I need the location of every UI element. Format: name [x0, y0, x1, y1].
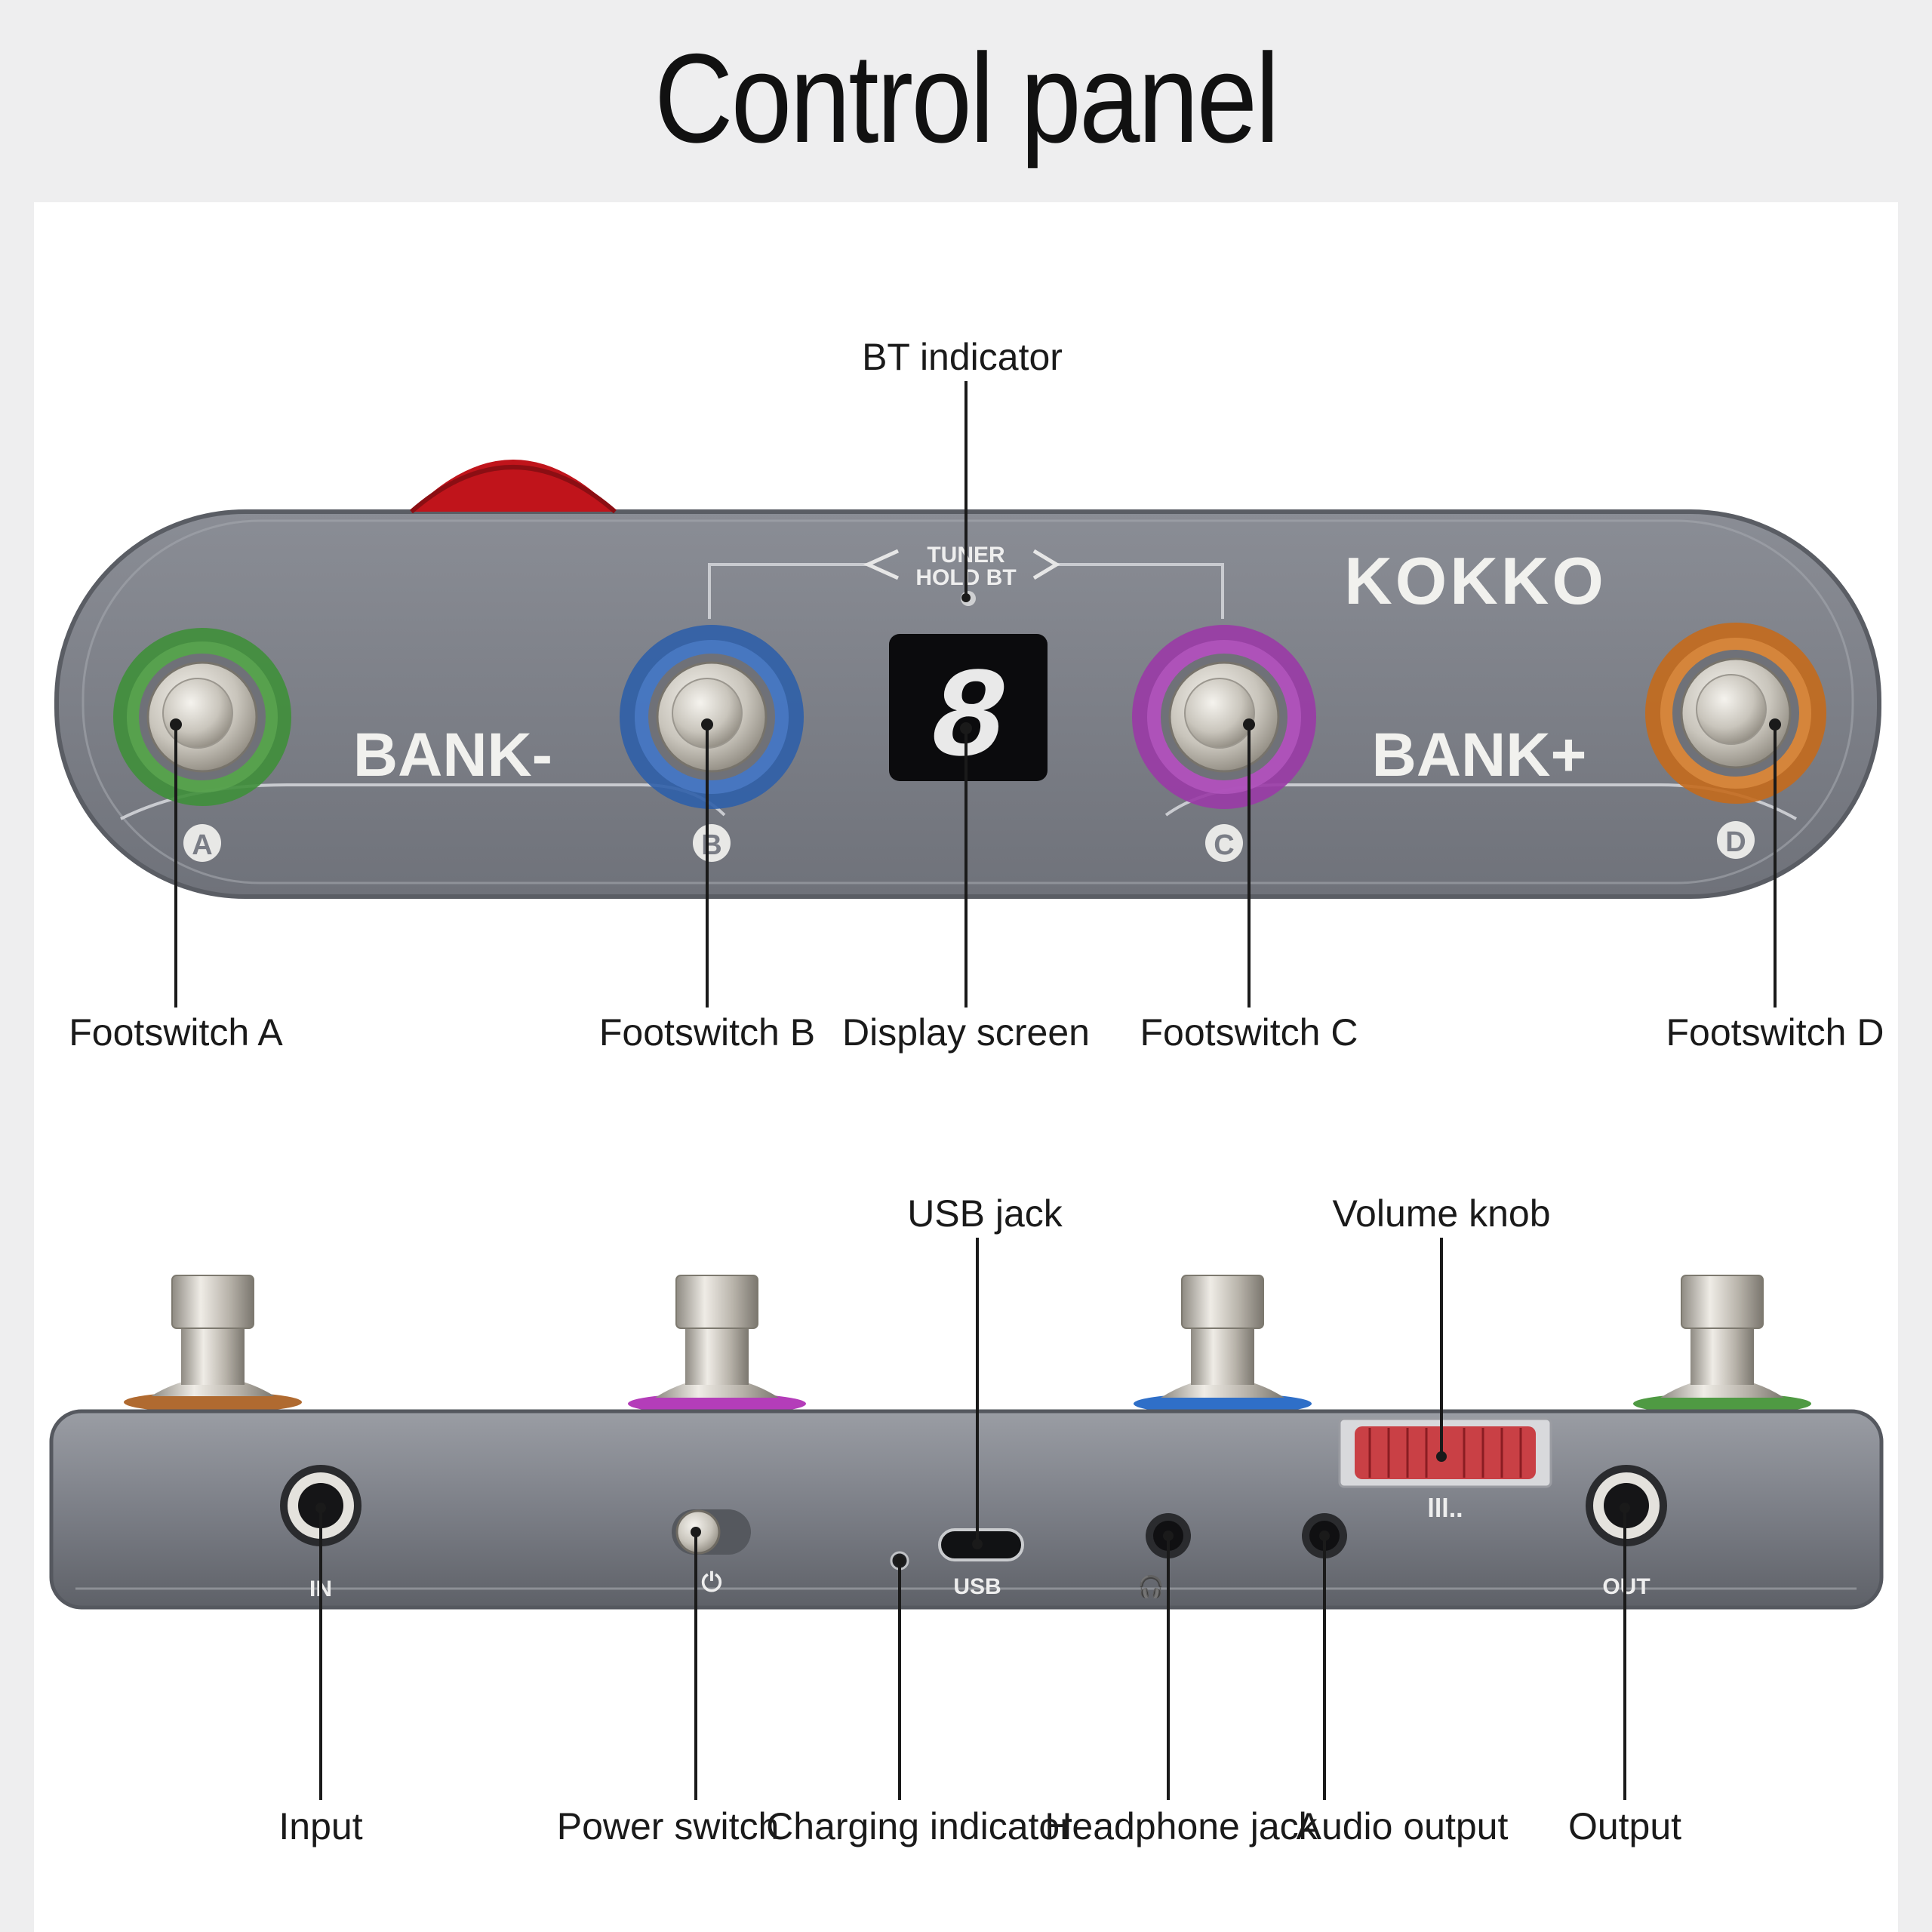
label-footswitch-a: Footswitch A	[69, 1011, 283, 1054]
svg-text:A: A	[192, 829, 212, 861]
footswitch-d[interactable]	[1645, 623, 1826, 804]
label-headphone-jack: Headphone jack	[1044, 1805, 1318, 1847]
brand-logo: KOKKO	[1344, 543, 1607, 618]
side-footswitch-1	[124, 1275, 302, 1413]
volume-wheel-top[interactable]	[411, 460, 615, 512]
switch-letter-d: D	[1717, 821, 1755, 859]
bank-minus-label: BANK-	[353, 721, 552, 789]
side-footswitch-2	[628, 1275, 806, 1414]
label-charging-indicator: Charging indicator	[766, 1805, 1072, 1847]
svg-text:D: D	[1725, 826, 1746, 858]
label-display-screen: Display screen	[842, 1011, 1090, 1054]
display-screen	[889, 634, 1048, 781]
label-input: Input	[278, 1805, 362, 1847]
power-symbol: ⏻	[702, 1568, 722, 1597]
top-callouts: BT indicator Footswitch A Footswitch B D…	[69, 336, 1884, 1054]
page-title: Control panel	[654, 27, 1279, 169]
side-footswitch-3	[1134, 1275, 1312, 1414]
top-view: TUNER HOLD BT KOKKO BANK- BANK+ 8	[54, 460, 1881, 899]
switch-letter-c: C	[1205, 824, 1243, 862]
svg-text:B: B	[701, 829, 721, 861]
side-callouts: USB jack Volume knob Input Power switch …	[278, 1192, 1681, 1847]
label-bt-indicator: BT indicator	[862, 336, 1063, 378]
footswitch-c[interactable]	[1132, 625, 1316, 809]
switch-letter-a: A	[183, 824, 221, 862]
side-footswitch-4	[1633, 1275, 1811, 1414]
bank-plus-label: BANK+	[1372, 721, 1587, 789]
power-switch[interactable]	[672, 1509, 751, 1555]
label-footswitch-c: Footswitch C	[1140, 1011, 1358, 1054]
volume-knob[interactable]	[1355, 1426, 1536, 1479]
label-footswitch-b: Footswitch B	[599, 1011, 815, 1054]
label-power-switch: Power switch	[557, 1805, 780, 1847]
label-usb-jack: USB jack	[907, 1192, 1063, 1235]
footswitch-b[interactable]	[620, 625, 804, 809]
headphone-symbol: 🎧	[1138, 1574, 1164, 1599]
switch-letter-b: B	[693, 824, 731, 862]
volume-symbol: lll..	[1427, 1494, 1463, 1523]
svg-text:C: C	[1214, 829, 1234, 861]
footswitch-a[interactable]	[113, 628, 291, 806]
display-digit: 8	[930, 648, 1007, 794]
label-audio-output: Audio output	[1297, 1805, 1509, 1847]
side-view: lll.. IN ⏻ USB 🎧	[49, 1275, 1884, 1610]
label-output: Output	[1568, 1805, 1681, 1847]
usb-label: USB	[953, 1574, 1001, 1599]
label-volume-knob: Volume knob	[1332, 1192, 1550, 1235]
label-footswitch-d: Footswitch D	[1666, 1011, 1884, 1054]
